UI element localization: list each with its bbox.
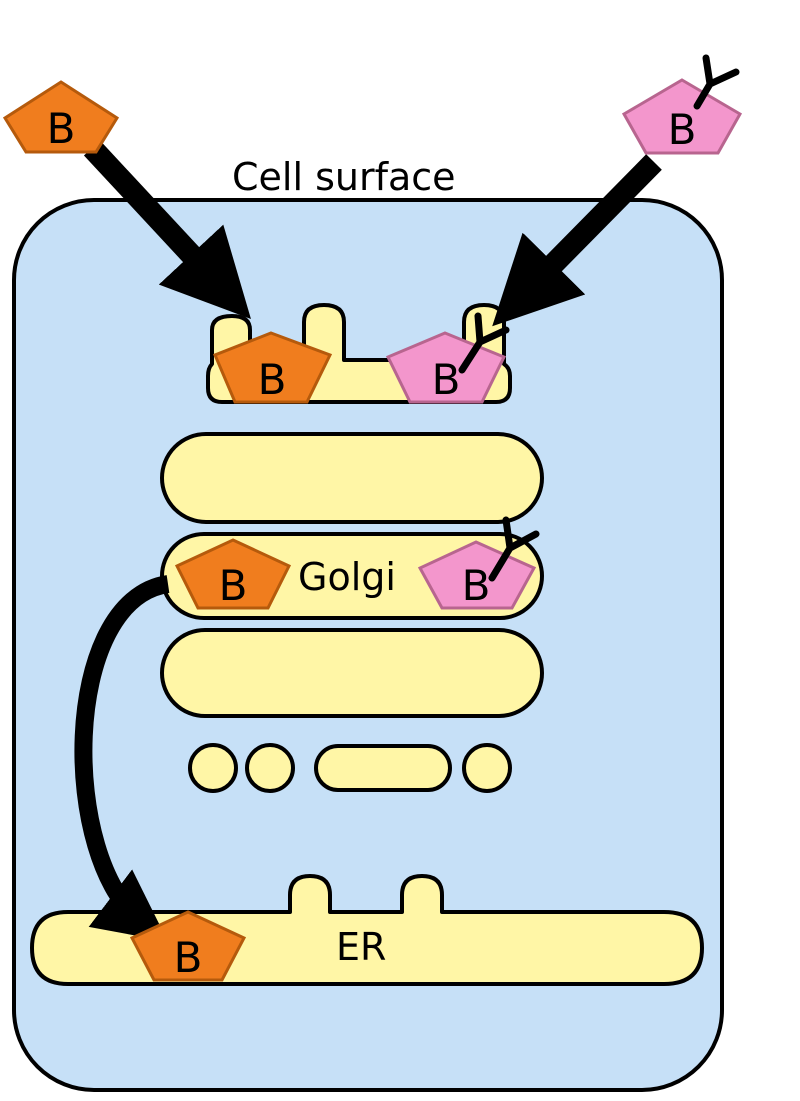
- svg-text:B: B: [432, 355, 461, 404]
- vesicle-2: [245, 743, 295, 793]
- orange-pentagon-icon: [2, 80, 120, 154]
- arrow-unmodified-to-surface: [83, 140, 251, 320]
- pink-pentagon-icon: [621, 78, 743, 155]
- golgi-cisterna-1: [160, 432, 544, 524]
- golgi-cisterna-3: [160, 628, 544, 718]
- y-tag-icon: [488, 516, 540, 582]
- toxin-modified-outside: B: [621, 54, 743, 155]
- orange-pentagon-icon: [174, 538, 292, 610]
- toxin-modified-golgi: B: [417, 516, 540, 610]
- toxin-unmodified-outside: B: [2, 80, 120, 154]
- toxin-unmodified-er: B: [129, 910, 247, 982]
- arrow-modified-to-surface: [492, 154, 662, 327]
- vesicle-4: [462, 743, 512, 793]
- toxin-modified-surface: B: [385, 312, 510, 404]
- svg-text:B: B: [47, 104, 76, 153]
- vesicle-1: [188, 743, 238, 793]
- cell-surface-label: Cell surface: [232, 155, 456, 199]
- vesicle-3: [314, 744, 452, 792]
- svg-text:B: B: [668, 105, 697, 154]
- toxin-unmodified-surface: B: [213, 331, 333, 404]
- svg-text:B: B: [219, 561, 248, 610]
- svg-text:B: B: [258, 355, 287, 404]
- svg-text:B: B: [174, 933, 203, 982]
- y-tag-icon: [693, 54, 740, 110]
- orange-pentagon-icon: [129, 910, 247, 982]
- orange-pentagon-icon: [213, 331, 333, 404]
- er-label: ER: [336, 925, 386, 969]
- arrow-golgi-to-er: [74, 575, 170, 942]
- y-tag-icon: [458, 312, 510, 374]
- toxin-unmodified-golgi: B: [174, 538, 292, 610]
- svg-text:B: B: [462, 561, 491, 610]
- golgi-label: Golgi: [298, 555, 396, 599]
